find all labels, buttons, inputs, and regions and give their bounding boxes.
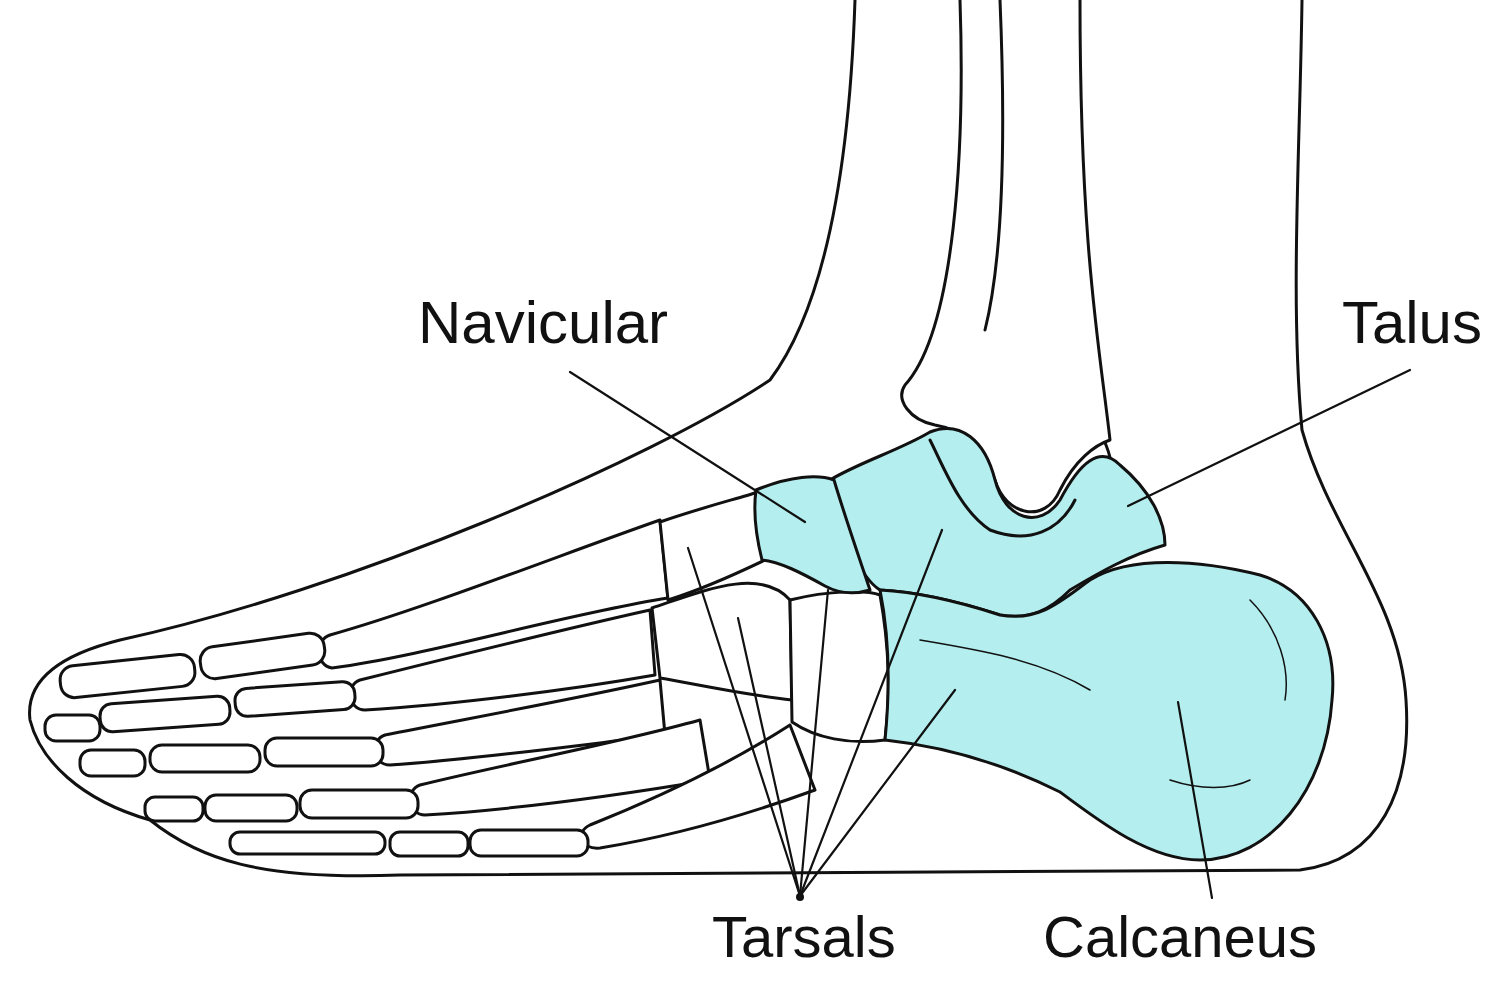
cuboid-bone bbox=[790, 592, 888, 742]
talus-detail bbox=[930, 440, 1075, 536]
bone-label: Calcaneus bbox=[1043, 905, 1317, 969]
phalanx-bone bbox=[470, 830, 588, 856]
bone-label: Talus bbox=[1342, 290, 1482, 356]
leader-dot bbox=[796, 893, 804, 901]
leader-line bbox=[800, 590, 828, 896]
navicular-bone bbox=[755, 477, 870, 593]
phalanx-bone bbox=[300, 790, 418, 818]
label-holder: Calcaneus bbox=[1043, 905, 1317, 969]
label-holder: Talus bbox=[1342, 290, 1482, 356]
cuneiform-bone bbox=[652, 583, 792, 700]
leader-line bbox=[1178, 702, 1212, 898]
phalanx-bone bbox=[145, 797, 203, 821]
phalanx-bone bbox=[45, 715, 100, 741]
phalanx-bone bbox=[99, 695, 231, 732]
bone-label: Tarsals bbox=[712, 905, 896, 969]
leader-line bbox=[800, 530, 942, 896]
calcaneus-bone bbox=[880, 563, 1333, 861]
calcaneus-detail bbox=[920, 600, 1286, 788]
phalanx-bone bbox=[150, 745, 260, 772]
leader-line bbox=[738, 618, 800, 896]
leader-line bbox=[1128, 370, 1410, 506]
phalanx-bone bbox=[234, 681, 356, 717]
phalanx-bone bbox=[59, 653, 197, 699]
label-holder: Tarsals bbox=[712, 905, 896, 969]
phalanx-bone bbox=[265, 738, 383, 766]
phalanx-bone bbox=[205, 795, 297, 821]
phalanx-bone bbox=[198, 631, 326, 680]
phalanx-bone bbox=[230, 832, 385, 854]
leader-line bbox=[570, 372, 805, 522]
phalanx-bone bbox=[390, 832, 468, 856]
bone-label: Navicular bbox=[418, 290, 668, 356]
leader-line bbox=[800, 690, 955, 896]
skin-outline bbox=[30, 0, 1407, 876]
metatarsal-bone bbox=[581, 725, 815, 848]
leader-line bbox=[688, 548, 800, 896]
phalanx-bone bbox=[80, 750, 145, 776]
tibia-detail bbox=[985, 0, 1003, 330]
label-holder: Navicular bbox=[418, 290, 668, 356]
